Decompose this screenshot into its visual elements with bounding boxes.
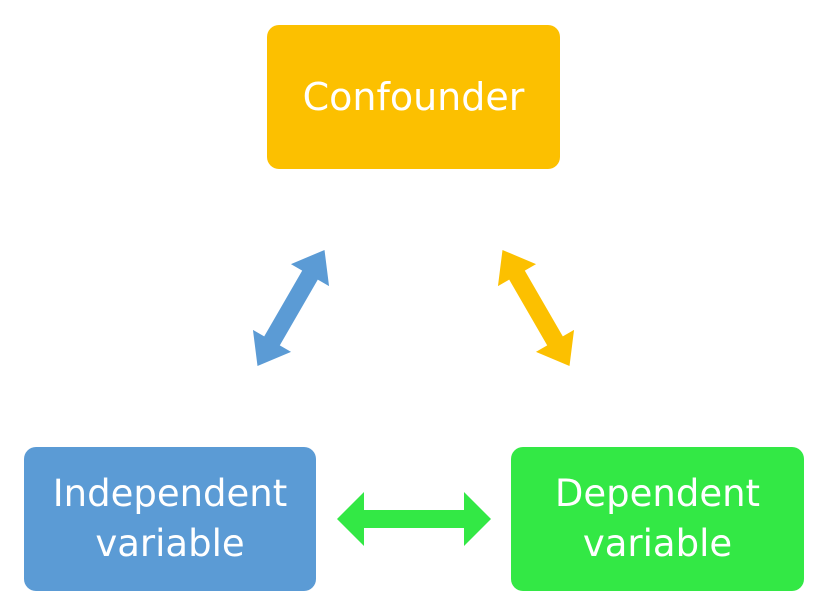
double-arrow-shape <box>337 492 491 546</box>
confounder-node: Confounder <box>267 25 560 169</box>
independent-variable-node: Independent variable <box>24 447 316 591</box>
double-arrow-shape <box>252 249 330 367</box>
dependent-variable-node: Dependent variable <box>511 447 804 591</box>
independent-dependent-arrow <box>337 492 491 546</box>
independent-confounder-arrow <box>252 249 330 367</box>
confounder-dependent-arrow <box>497 249 575 367</box>
confounder-label: Confounder <box>302 75 525 119</box>
dependent-variable-label-line1: Dependent <box>554 472 761 516</box>
double-arrow-shape <box>497 249 575 367</box>
independent-variable-label-line2: variable <box>95 522 245 565</box>
dependent-variable-label-line2: variable <box>582 522 733 565</box>
independent-variable-label-line1: Independent <box>52 472 288 516</box>
